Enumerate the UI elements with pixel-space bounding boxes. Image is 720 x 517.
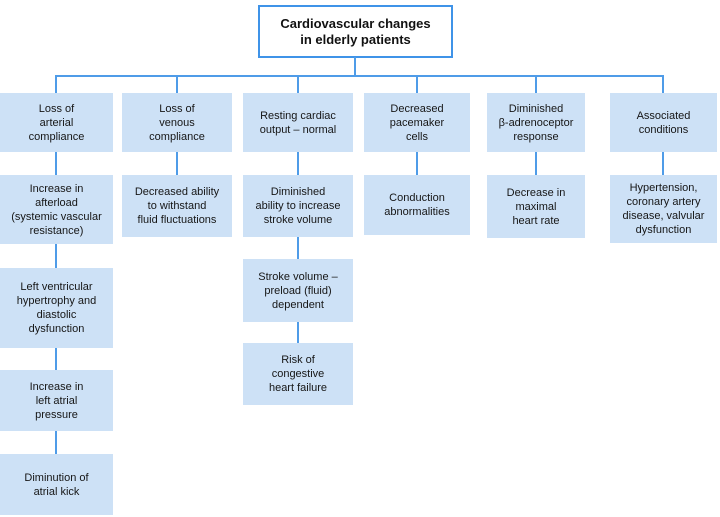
connector-col1-seg4 [55, 431, 57, 454]
node-resting-cardiac-output-normal: Resting cardiac output – normal [243, 93, 353, 152]
connector-col3-seg2 [297, 237, 299, 259]
connector-col2-seg1 [176, 152, 178, 175]
connector-drop-col4 [416, 75, 418, 93]
connector-col4-seg1 [416, 152, 418, 175]
node-left-ventricular-hypertrophy: Left ventricular hypertrophy and diastol… [0, 268, 113, 348]
connector-drop-col5 [535, 75, 537, 93]
node-diminished-beta-adrenoceptor: Diminished β-adrenoceptor response [487, 93, 585, 152]
connector-col1-seg3 [55, 348, 57, 370]
node-decreased-ability-fluid: Decreased ability to withstand fluid flu… [122, 175, 232, 237]
node-decreased-pacemaker-cells: Decreased pacemaker cells [364, 93, 470, 152]
connector-col6-seg1 [662, 152, 664, 175]
connector-drop-col1 [55, 75, 57, 93]
node-loss-of-venous-compliance: Loss of venous compliance [122, 93, 232, 152]
node-increase-in-afterload: Increase in afterload (systemic vascular… [0, 175, 113, 244]
node-stroke-volume-preload-dependent: Stroke volume – preload (fluid) dependen… [243, 259, 353, 322]
node-associated-conditions: Associated conditions [610, 93, 717, 152]
node-risk-congestive-heart-failure: Risk of congestive heart failure [243, 343, 353, 405]
connector-col1-seg2 [55, 244, 57, 268]
connector-horizontal-bar [55, 75, 664, 77]
connector-col1-seg1 [55, 152, 57, 175]
node-diminution-of-atrial-kick: Diminution of atrial kick [0, 454, 113, 515]
node-loss-of-arterial-compliance: Loss of arterial compliance [0, 93, 113, 152]
root-node-cardiovascular-changes: Cardiovascular changes in elderly patien… [258, 5, 453, 58]
node-hypertension-cad-valvular: Hypertension, coronary artery disease, v… [610, 175, 717, 243]
connector-drop-col2 [176, 75, 178, 93]
connector-root-stub [354, 57, 356, 75]
connector-col3-seg3 [297, 322, 299, 343]
node-increase-left-atrial-pressure: Increase in left atrial pressure [0, 370, 113, 431]
connector-drop-col6 [662, 75, 664, 93]
node-decrease-maximal-heart-rate: Decrease in maximal heart rate [487, 175, 585, 238]
connector-col5-seg1 [535, 152, 537, 175]
node-diminished-stroke-volume-increase: Diminished ability to increase stroke vo… [243, 175, 353, 237]
connector-col3-seg1 [297, 152, 299, 175]
connector-drop-col3 [297, 75, 299, 93]
node-conduction-abnormalities: Conduction abnormalities [364, 175, 470, 235]
